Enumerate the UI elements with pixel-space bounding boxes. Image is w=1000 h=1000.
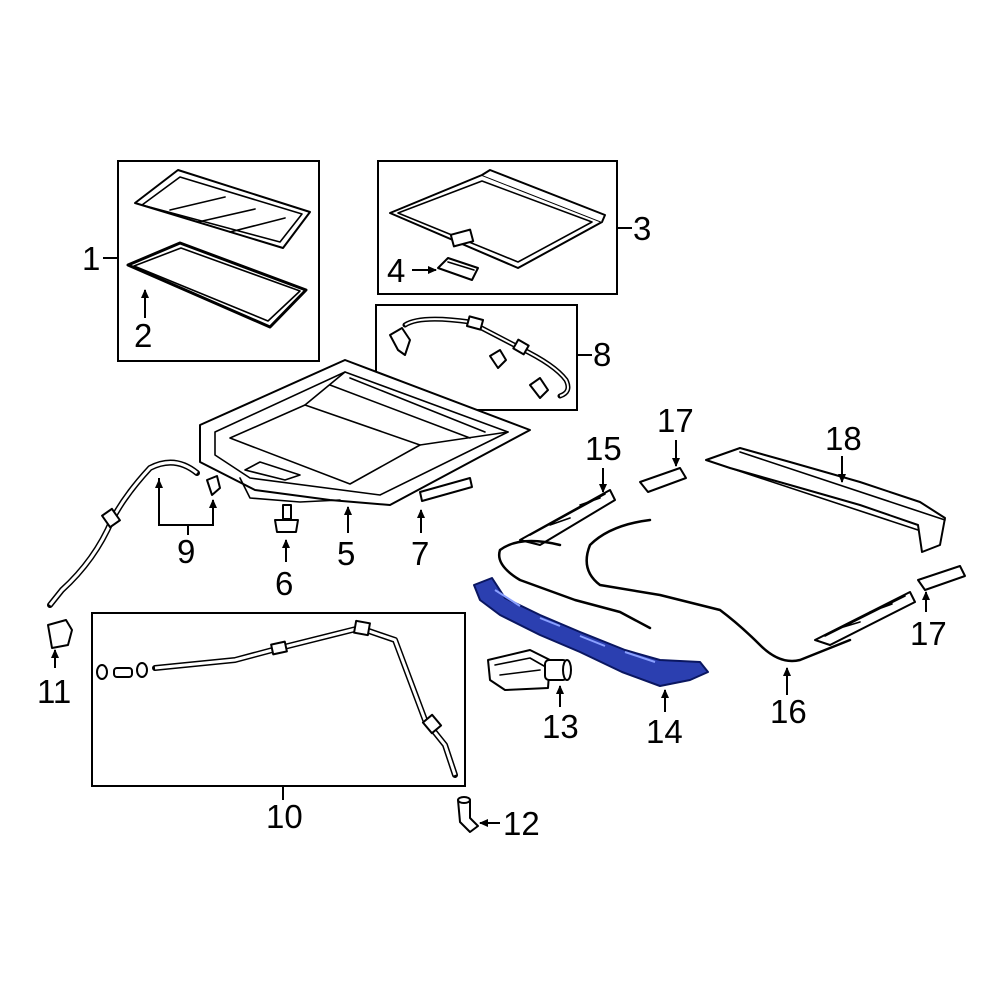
callout-1[interactable]: 1 — [82, 240, 100, 277]
drive-cable[interactable] — [497, 518, 852, 663]
hose-clip[interactable] — [389, 327, 549, 399]
kit-drain-hose[interactable] — [152, 619, 458, 778]
callout-14[interactable]: 14 — [646, 713, 683, 750]
drain-elbow[interactable] — [457, 796, 479, 833]
hose-bracket[interactable] — [47, 619, 73, 649]
front-drain-hose[interactable] — [402, 315, 571, 399]
glass-weatherstrip-seal[interactable] — [126, 241, 308, 329]
callout-18[interactable]: 18 — [825, 420, 862, 457]
sunroof-frame[interactable] — [199, 359, 531, 506]
callout-8[interactable]: 8 — [593, 336, 611, 373]
sunroof-glass-panel[interactable] — [134, 169, 311, 249]
frame-seal-strip[interactable] — [419, 477, 473, 502]
left-guide-rail[interactable] — [519, 489, 616, 546]
callout-6[interactable]: 6 — [275, 565, 293, 602]
hose-connectors[interactable] — [96, 662, 148, 680]
callout-2[interactable]: 2 — [134, 317, 152, 354]
callout-9[interactable]: 9 — [177, 533, 195, 570]
frame-bolt[interactable] — [274, 504, 299, 533]
front-guide-rail-highlighted[interactable] — [473, 577, 709, 687]
callout-3[interactable]: 3 — [633, 210, 651, 247]
callout-17-top[interactable]: 17 — [657, 402, 694, 439]
callout-11[interactable]: 11 — [37, 673, 71, 710]
rear-crossmember[interactable] — [705, 447, 946, 553]
callout-16[interactable]: 16 — [770, 693, 807, 730]
callout-15[interactable]: 15 — [585, 430, 622, 467]
callout-7[interactable]: 7 — [411, 535, 429, 572]
rear-hose-clip[interactable] — [206, 475, 221, 496]
glass-assembly-box — [117, 160, 320, 362]
glass-assembly-group — [103, 160, 320, 362]
drain-hose-group — [375, 304, 592, 411]
callout-12[interactable]: 12 — [503, 805, 540, 842]
sunshade-group — [377, 160, 632, 295]
right-guide-rail[interactable] — [814, 591, 916, 646]
callout-5[interactable]: 5 — [337, 535, 355, 572]
drain-hose-kit-group — [91, 612, 466, 800]
sunroof-motor[interactable] — [487, 649, 572, 691]
callout-10[interactable]: 10 — [266, 798, 303, 835]
callout-17-right[interactable]: 17 — [910, 615, 947, 652]
rear-drain-hose[interactable] — [47, 459, 200, 608]
slide-block-front[interactable] — [917, 565, 966, 591]
callout-13[interactable]: 13 — [542, 708, 579, 745]
sunshade-handle[interactable] — [437, 257, 479, 281]
slide-block-rear[interactable] — [639, 467, 687, 493]
drain-hose-kit-box — [91, 612, 466, 787]
sunshade-panel[interactable] — [389, 169, 606, 269]
callout-4[interactable]: 4 — [387, 252, 405, 289]
